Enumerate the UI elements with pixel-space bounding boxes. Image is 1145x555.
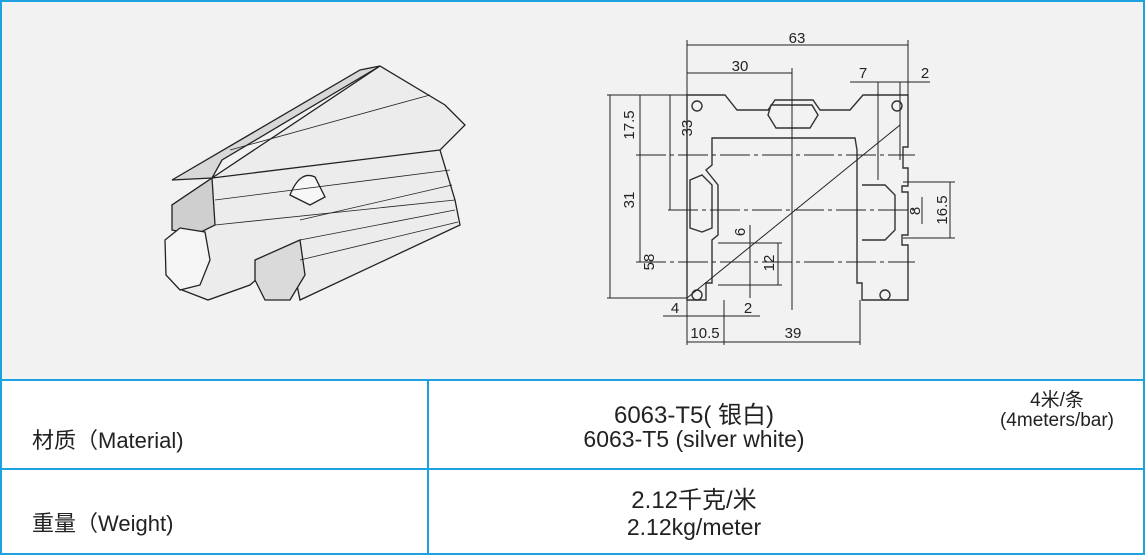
- length-note-cn: 4米/条: [1030, 390, 1084, 411]
- dim-2-top: 2: [921, 65, 929, 82]
- material-value-cn: 6063-T5( 银白): [613, 402, 775, 429]
- drawing-panel: 63 30 7 2 17.5 33 31 58 16.5 8 6 12 4 2 …: [2, 2, 1143, 381]
- weight-value-cn: 2.12千克/米: [631, 487, 757, 514]
- dim-17-5: 17.5: [621, 110, 638, 139]
- dim-7: 7: [859, 65, 867, 82]
- dim-39: 39: [785, 325, 802, 342]
- length-note-en: (4meters/bar): [999, 410, 1115, 431]
- material-row: 材质（Material) 6063-T5( 银白) 6063-T5 (silve…: [2, 381, 1143, 470]
- dim-6: 6: [732, 228, 749, 236]
- dim-31: 31: [621, 192, 638, 209]
- dim-30: 30: [732, 58, 749, 75]
- length-note: 4米/条 (4meters/bar): [967, 391, 1145, 431]
- column-divider: [427, 381, 429, 468]
- dim-58: 58: [641, 254, 658, 271]
- material-value-en: 6063-T5 (silver white): [583, 426, 805, 452]
- dim-4: 4: [671, 300, 679, 317]
- dim-12: 12: [761, 255, 778, 272]
- material-label: 材质（Material): [32, 428, 184, 453]
- dim-10-5: 10.5: [690, 325, 719, 342]
- dim-33: 33: [679, 120, 696, 137]
- profile-3d-view: [164, 65, 466, 301]
- dimension-labels: 63 30 7 2 17.5 33 31 58 16.5 8 6 12 4 2 …: [621, 30, 951, 342]
- weight-label: 重量（Weight): [32, 511, 174, 536]
- column-divider: [427, 470, 429, 553]
- dimension-lines: [607, 40, 955, 345]
- weight-row: 重量（Weight) 2.12千克/米 2.12kg/meter: [2, 470, 1143, 553]
- profile-drawings: 63 30 7 2 17.5 33 31 58 16.5 8 6 12 4 2 …: [164, 30, 955, 345]
- dim-2-bottom: 2: [744, 300, 752, 317]
- dim-8: 8: [907, 207, 924, 215]
- weight-value-en: 2.12kg/meter: [626, 514, 762, 540]
- dim-63: 63: [789, 30, 806, 47]
- dim-16-5: 16.5: [934, 195, 951, 224]
- profile-cross-section: [686, 94, 909, 301]
